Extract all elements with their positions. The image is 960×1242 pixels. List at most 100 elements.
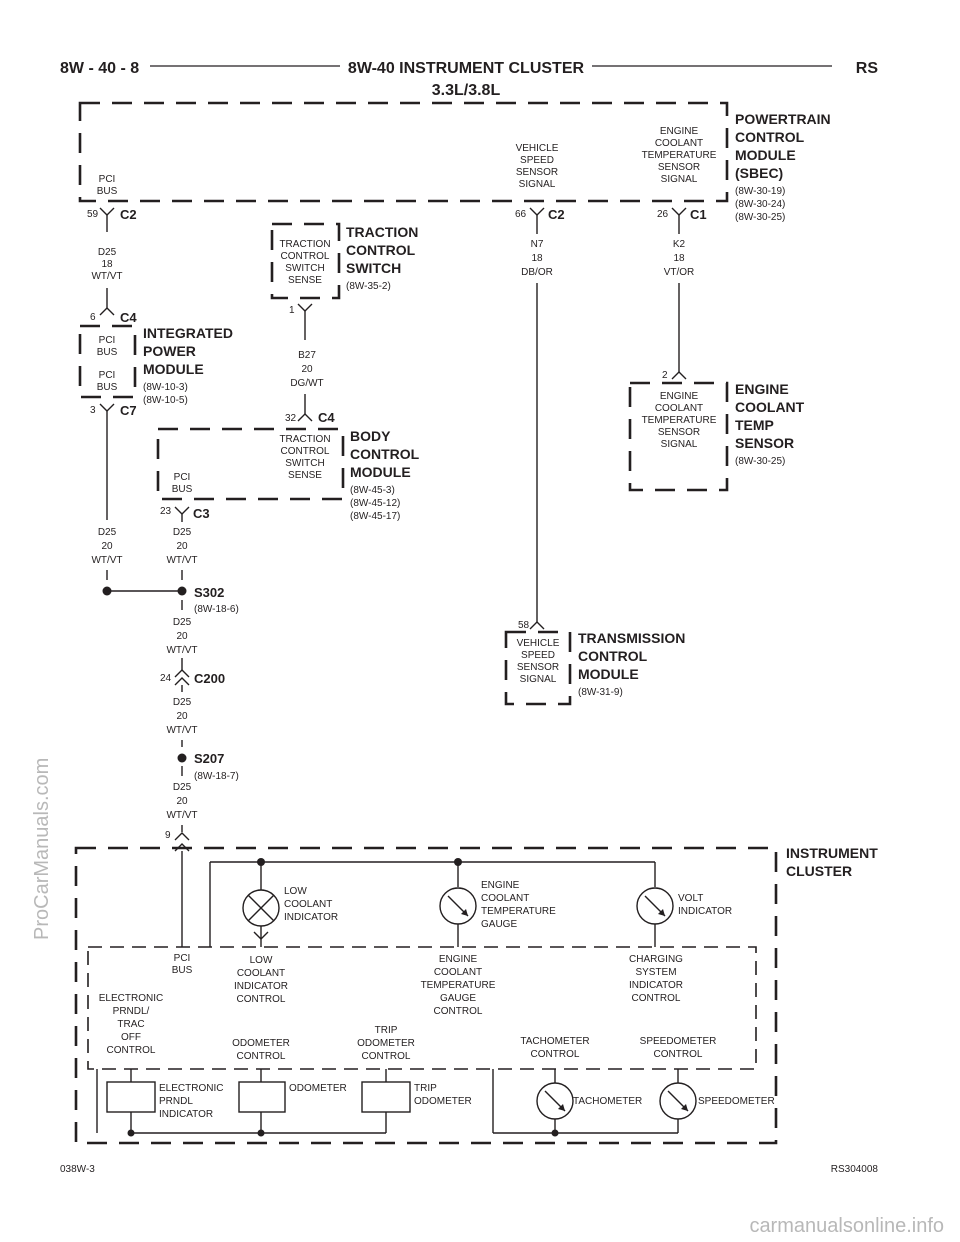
svg-text:ENGINE: ENGINE (660, 126, 699, 137)
svg-text:DG/WT: DG/WT (290, 378, 323, 389)
wire-label-tcs: B27 20 DG/WT (290, 350, 323, 389)
svg-text:PRNDL: PRNDL (159, 1096, 193, 1107)
svg-text:S302: S302 (194, 585, 224, 600)
svg-text:K2: K2 (673, 239, 686, 250)
pcm-c2-pci-connector: 59 C2 (87, 207, 137, 222)
low-coolant-arrow-icon (253, 931, 269, 940)
svg-text:CONTROL: CONTROL (578, 648, 648, 664)
svg-text:59: 59 (87, 209, 99, 220)
svg-text:TEMPERATURE: TEMPERATURE (421, 980, 496, 991)
footer-right-code: RS304008 (831, 1164, 879, 1175)
svg-text:TEMP: TEMP (735, 417, 774, 433)
cluster-box (74, 846, 778, 1145)
svg-text:TRANSMISSION: TRANSMISSION (578, 630, 685, 646)
svg-text:S207: S207 (194, 751, 224, 766)
svg-text:WT/VT: WT/VT (91, 271, 122, 282)
svg-text:TRAC: TRAC (117, 1019, 144, 1030)
splice-s207-dot (177, 753, 187, 763)
wire-label-ect: K2 18 VT/OR (664, 239, 695, 278)
svg-text:18: 18 (673, 253, 685, 264)
svg-text:(8W-10-3): (8W-10-3) (143, 382, 188, 393)
wire-label-ipm-out: D25 20 WT/VT (91, 527, 122, 566)
prndl-control-label: ELECTRONIC PRNDL/ TRAC OFF CONTROL (99, 993, 163, 1056)
svg-text:CONTROL: CONTROL (107, 1045, 156, 1056)
svg-text:POWERTRAIN: POWERTRAIN (735, 111, 831, 127)
svg-text:(8W-18-7): (8W-18-7) (194, 771, 239, 782)
svg-text:INSTRUMENT: INSTRUMENT (786, 845, 878, 861)
svg-text:COOLANT: COOLANT (655, 138, 703, 149)
svg-text:GAUGE: GAUGE (440, 993, 476, 1004)
svg-text:18: 18 (531, 253, 543, 264)
svg-text:TRACTION: TRACTION (346, 224, 418, 240)
svg-text:SWITCH: SWITCH (285, 263, 324, 274)
svg-text:CONTROL: CONTROL (346, 242, 416, 258)
svg-text:LOW: LOW (284, 886, 307, 897)
svg-text:N7: N7 (531, 239, 544, 250)
svg-text:SPEED: SPEED (521, 650, 555, 661)
svg-text:WT/VT: WT/VT (166, 725, 197, 736)
trip-odometer-control-label: TRIP ODOMETER CONTROL (357, 1025, 415, 1062)
svg-text:CONTROL: CONTROL (350, 446, 420, 462)
svg-text:ELECTRONIC: ELECTRONIC (159, 1083, 223, 1094)
wire-label-c200-out: D25 20 WT/VT (166, 697, 197, 736)
bcm-tcs-sense-label: TRACTION CONTROL SWITCH SENSE (279, 434, 330, 481)
ect-sensor-connector: 2 (662, 370, 687, 381)
svg-text:PRNDL/: PRNDL/ (113, 1006, 150, 1017)
svg-text:TRIP: TRIP (414, 1083, 437, 1094)
volt-gauge-icon (636, 887, 674, 925)
svg-text:20: 20 (176, 541, 188, 552)
svg-text:C7: C7 (120, 403, 137, 418)
bcm-pci-bus-label: PCI BUS (172, 472, 193, 495)
svg-text:CONTROL: CONTROL (237, 1051, 286, 1062)
odometer-box (238, 1081, 286, 1113)
svg-text:CONTROL: CONTROL (735, 129, 805, 145)
ect-gauge-label: ENGINE COOLANT TEMPERATURE GAUGE (481, 880, 556, 930)
svg-text:(8W-35-2): (8W-35-2) (346, 281, 391, 292)
splice-s207-label: S207 (8W-18-7) (194, 751, 239, 782)
svg-text:SPEED: SPEED (520, 155, 554, 166)
svg-text:D25: D25 (173, 527, 192, 538)
side-watermark: ProCarManuals.com (31, 758, 53, 940)
svg-text:26: 26 (657, 209, 669, 220)
svg-text:(8W-30-25): (8W-30-25) (735, 212, 785, 223)
svg-text:COOLANT: COOLANT (735, 399, 805, 415)
svg-text:D25: D25 (173, 617, 192, 628)
svg-text:D25: D25 (98, 247, 117, 258)
svg-text:C2: C2 (120, 207, 137, 222)
svg-text:6: 6 (90, 312, 96, 323)
pcm-vss-signal-label: VEHICLE SPEED SENSOR SIGNAL (516, 143, 559, 190)
svg-text:CONTROL: CONTROL (531, 1049, 580, 1060)
svg-text:BUS: BUS (97, 347, 118, 358)
page-title: 8W-40 INSTRUMENT CLUSTER (348, 60, 585, 77)
svg-text:CONTROL: CONTROL (632, 993, 681, 1004)
svg-text:BODY: BODY (350, 428, 391, 444)
prndl-ground-dot (127, 1129, 135, 1137)
ect-gauge-control-label: ENGINE COOLANT TEMPERATURE GAUGE CONTROL (421, 954, 496, 1017)
svg-text:COOLANT: COOLANT (284, 899, 332, 910)
svg-text:INDICATOR: INDICATOR (234, 981, 288, 992)
svg-text:INDICATOR: INDICATOR (629, 980, 683, 991)
svg-text:SENSE: SENSE (288, 470, 322, 481)
svg-text:(SBEC): (SBEC) (735, 165, 783, 181)
ect-sensor-signal-label: ENGINE COOLANT TEMPERATURE SENSOR SIGNAL (642, 391, 717, 450)
svg-text:(8W-45-3): (8W-45-3) (350, 485, 395, 496)
svg-text:INDICATOR: INDICATOR (159, 1109, 213, 1120)
tcm-box (504, 630, 572, 706)
svg-text:SIGNAL: SIGNAL (520, 674, 557, 685)
svg-text:ENGINE: ENGINE (439, 954, 478, 965)
svg-text:D25: D25 (173, 697, 192, 708)
svg-text:BUS: BUS (97, 382, 118, 393)
svg-text:CONTROL: CONTROL (237, 994, 286, 1005)
svg-text:COOLANT: COOLANT (434, 967, 482, 978)
svg-text:PCI: PCI (99, 335, 116, 346)
svg-text:(8W-45-12): (8W-45-12) (350, 498, 400, 509)
speedometer-icon (659, 1082, 697, 1120)
svg-text:SIGNAL: SIGNAL (661, 439, 698, 450)
svg-text:C4: C4 (120, 310, 137, 325)
wire-label-s207-out: D25 20 WT/VT (166, 782, 197, 821)
odometer-label: ODOMETER (289, 1083, 347, 1094)
svg-text:TEMPERATURE: TEMPERATURE (481, 906, 556, 917)
svg-text:ENGINE: ENGINE (481, 880, 520, 891)
svg-text:DB/OR: DB/OR (521, 267, 553, 278)
svg-text:PCI: PCI (99, 370, 116, 381)
